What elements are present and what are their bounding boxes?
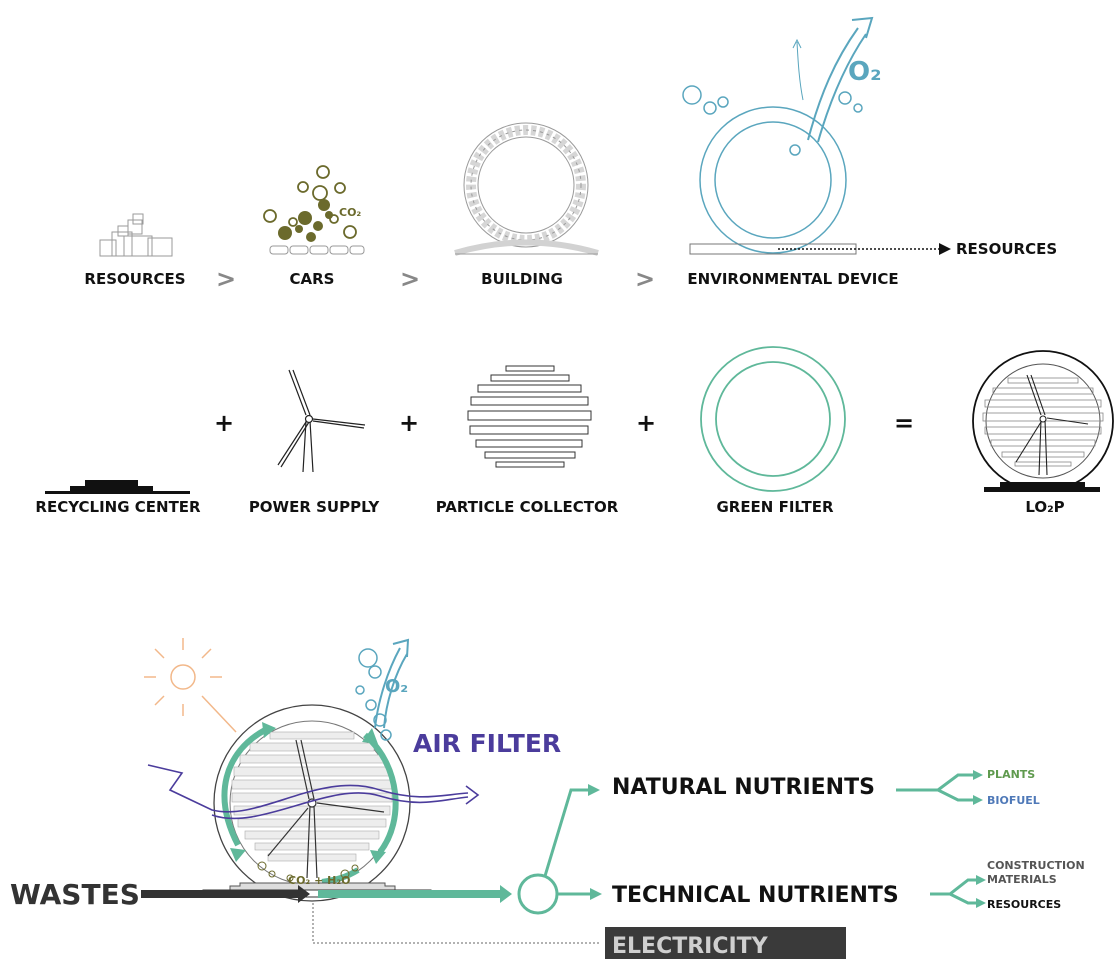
wind-turbine-icon <box>277 369 366 473</box>
plus-operator-3: + <box>636 409 656 437</box>
electricity-label: ELECTRICITY <box>612 934 769 959</box>
electricity-link <box>312 903 600 944</box>
particle-collector-label: PARTICLE COLLECTOR <box>436 498 619 516</box>
environmental-device-icon <box>682 16 874 255</box>
environmental-device-label: ENVIRONMENTAL DEVICE <box>687 270 898 288</box>
resources-boxes-icon <box>99 213 173 257</box>
plants-label: PLANTS <box>987 768 1035 781</box>
arrow-separator-1: > <box>216 265 236 293</box>
nutrient-branch-arrows <box>543 788 592 896</box>
plus-operator-1: + <box>214 409 234 437</box>
resources-output-label: RESOURCES <box>987 898 1061 911</box>
arrow-separator-2: > <box>400 265 420 293</box>
construction-label-2: MATERIALS <box>987 873 1057 886</box>
natural-fork <box>896 773 975 802</box>
device-output-label: RESOURCES <box>956 240 1057 258</box>
reaction-label: CO₂ + H₂O <box>288 874 351 887</box>
plus-operator-2: + <box>399 409 419 437</box>
air-filter-label: AIR FILTER <box>413 729 561 758</box>
o2-output-label: O₂ <box>385 676 408 697</box>
construction-label-1: CONSTRUCTION <box>987 859 1085 872</box>
co2-label: CO₂ <box>339 206 361 219</box>
o2-label: O₂ <box>848 57 882 87</box>
electricity-bar <box>605 927 846 959</box>
arrow-separator-3: > <box>635 265 655 293</box>
cars-label: CARS <box>290 270 335 288</box>
building-ring-icon <box>454 122 599 256</box>
output-flow-arrow <box>318 885 512 903</box>
particle-collector-icon <box>467 365 592 468</box>
natural-fork-arrowheads <box>973 770 983 805</box>
green-filter-icon <box>700 346 846 492</box>
wastes-input-arrow <box>141 885 310 903</box>
nutrient-arrowheads <box>588 784 602 900</box>
lo2p-main-device <box>202 704 432 902</box>
o2-output-icon <box>355 638 410 741</box>
recycling-center-label: RECYCLING CENTER <box>35 498 201 516</box>
cars-icon <box>263 165 365 255</box>
building-label: BUILDING <box>481 270 563 288</box>
lo2p-label: LO₂P <box>1025 498 1064 516</box>
technical-fork <box>930 878 978 905</box>
recycling-center-icon <box>45 480 190 494</box>
air-flow-arrow <box>147 764 480 820</box>
biofuel-label: BIOFUEL <box>987 794 1040 807</box>
power-supply-label: POWER SUPPLY <box>249 498 381 516</box>
resources-label: RESOURCES <box>84 270 185 288</box>
wastes-label: WASTES <box>10 878 140 911</box>
green-filter-label: GREEN FILTER <box>716 498 834 516</box>
technical-fork-arrowheads <box>976 875 986 908</box>
lo2p-composite-icon <box>972 350 1114 492</box>
distribution-hub <box>517 873 559 915</box>
equals-operator: = <box>894 409 914 437</box>
natural-nutrients-label: NATURAL NUTRIENTS <box>612 775 875 800</box>
sun-icon <box>144 638 237 733</box>
technical-nutrients-label: TECHNICAL NUTRIENTS <box>612 883 899 908</box>
